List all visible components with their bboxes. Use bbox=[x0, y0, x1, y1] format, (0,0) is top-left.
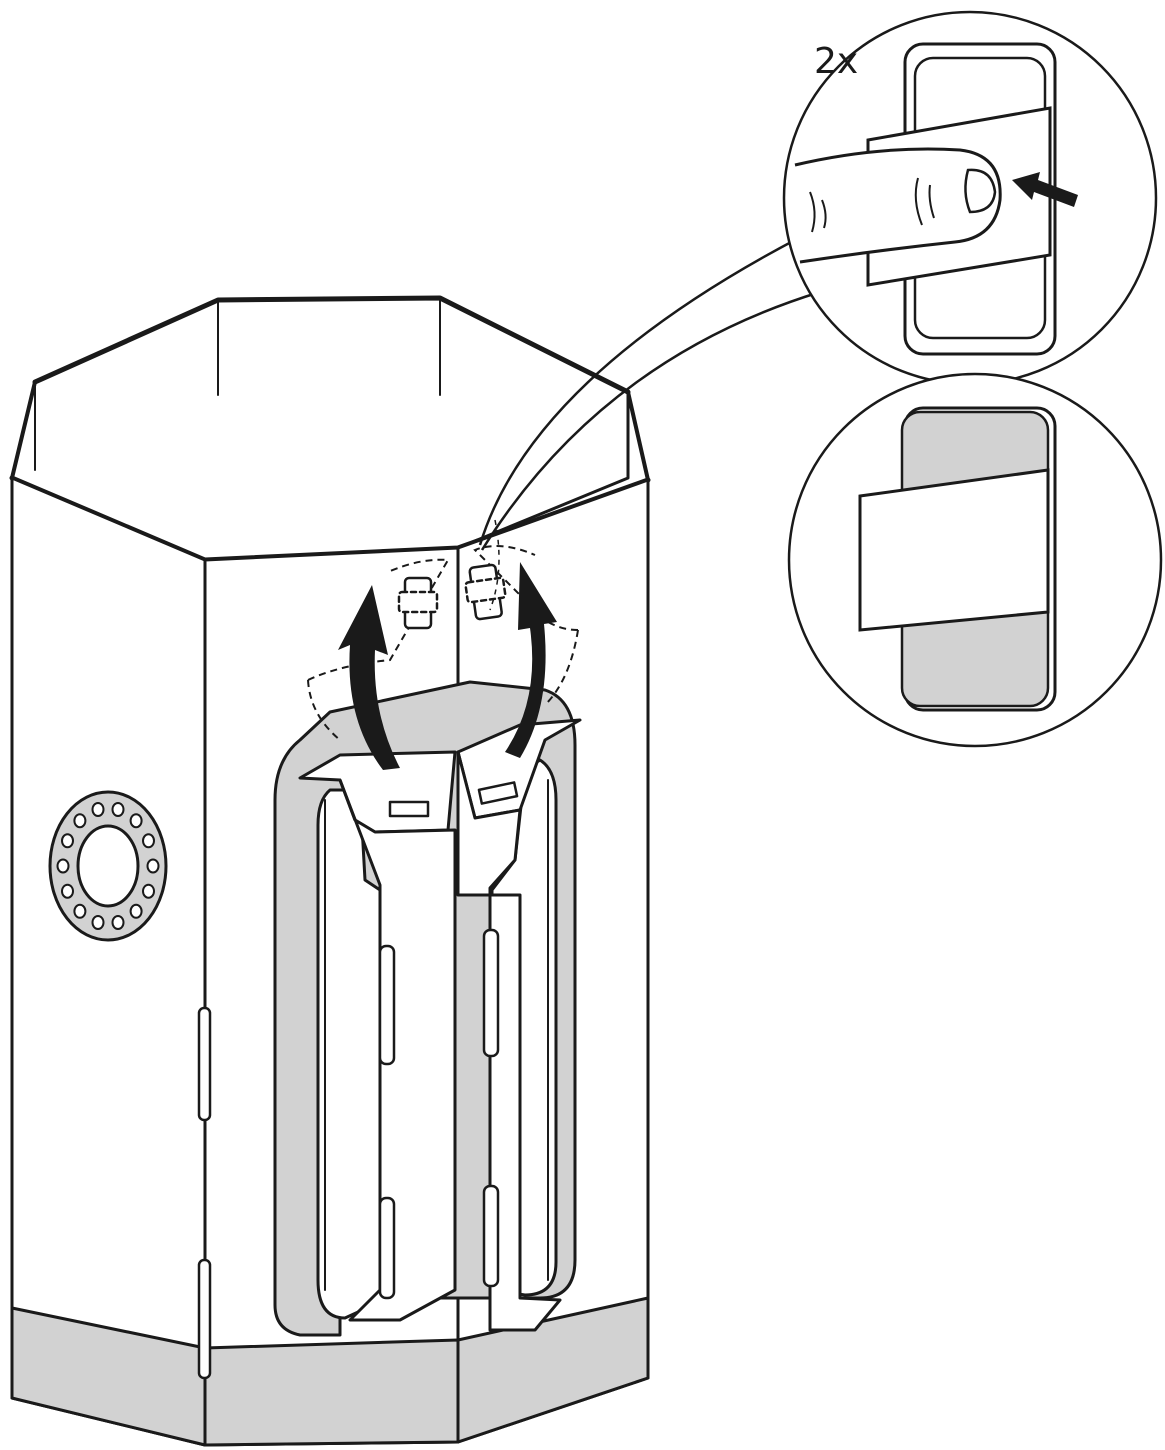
finger-crease-1 bbox=[914, 177, 923, 226]
right-top-tab-inner bbox=[464, 576, 507, 604]
callout-leaders bbox=[478, 238, 821, 611]
left-strip bbox=[338, 778, 457, 1322]
finger-crease-3 bbox=[809, 191, 816, 233]
push-arrow-icon bbox=[1012, 172, 1078, 207]
ring-perforation bbox=[129, 813, 143, 829]
right-strip-slot-1 bbox=[482, 928, 500, 1058]
left-flap-motion-outline bbox=[307, 558, 450, 681]
top-tabs bbox=[397, 563, 507, 630]
ring-perforation bbox=[73, 903, 87, 919]
detail-circle-result bbox=[787, 372, 1163, 748]
box-bottom-band-front bbox=[203, 1338, 460, 1447]
right-flap-slot bbox=[477, 781, 519, 805]
left-strip-slot-1 bbox=[378, 944, 396, 1066]
box-left-wall bbox=[10, 476, 207, 1447]
finger-crease-4 bbox=[821, 199, 827, 229]
fold-flaps bbox=[298, 718, 582, 1332]
right-flap-motion-outline bbox=[473, 545, 579, 631]
ring-perforations bbox=[56, 802, 160, 930]
ring-perforation bbox=[73, 813, 87, 829]
ring-perforation bbox=[91, 802, 105, 817]
ventilation-ring bbox=[48, 790, 168, 942]
ring-perforation bbox=[111, 915, 125, 930]
finger-press-icon bbox=[794, 147, 1002, 264]
callout-leader-upper bbox=[478, 238, 796, 546]
curved-arrow-up-icon bbox=[338, 585, 400, 770]
box-rim-back bbox=[32, 295, 631, 395]
seam-slot-2 bbox=[197, 1258, 212, 1380]
motion-outlines bbox=[307, 545, 579, 741]
left-strip-slot-2 bbox=[378, 1196, 396, 1300]
right-strip-slot-2 bbox=[482, 1184, 500, 1288]
left-top-tab-inner bbox=[397, 590, 439, 614]
right-flap-motion-side bbox=[544, 629, 579, 706]
clip-tape-band-result bbox=[858, 468, 1050, 632]
curved-arrow-up-icon bbox=[505, 562, 557, 758]
detail-circle-press bbox=[782, 10, 1158, 386]
ring-perforation bbox=[61, 833, 74, 849]
quantity-label: 2x bbox=[814, 41, 859, 82]
box-rim-left-edge bbox=[10, 380, 37, 480]
finger-crease-2 bbox=[928, 184, 935, 219]
ring-perforation bbox=[142, 833, 155, 849]
callout-leader-lower bbox=[480, 290, 821, 551]
left-flap-slot bbox=[388, 800, 430, 818]
box-bottom-band-right bbox=[456, 1296, 650, 1444]
finger-nail bbox=[964, 168, 997, 214]
left-flap-motion-side bbox=[307, 679, 341, 741]
seam-slot-1 bbox=[197, 1006, 212, 1122]
ring-perforation bbox=[91, 915, 105, 930]
ring-perforation bbox=[129, 903, 143, 919]
rotation-arrows bbox=[338, 562, 557, 770]
box-rim-right-edge bbox=[626, 390, 650, 482]
ring-perforation bbox=[56, 858, 70, 874]
detail-link-circle bbox=[489, 519, 500, 611]
ring-perforation bbox=[142, 883, 155, 899]
right-strip bbox=[456, 750, 562, 1332]
ring-perforation bbox=[146, 858, 160, 874]
ring-perforation bbox=[61, 883, 74, 899]
ring-perforation bbox=[111, 802, 125, 817]
ring-hole bbox=[76, 824, 140, 908]
